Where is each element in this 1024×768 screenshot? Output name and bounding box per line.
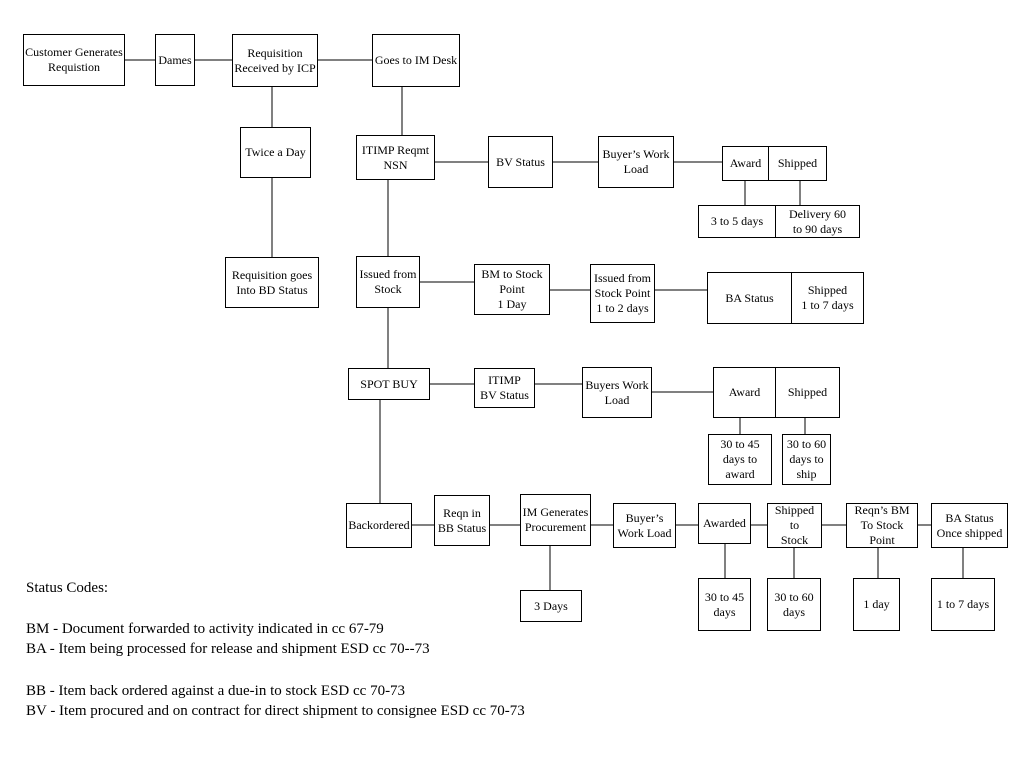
- box-label: Reqn in BB Status: [437, 505, 487, 535]
- box-label: Requisition Received by ICP: [234, 45, 316, 75]
- bv-status-box: BV Status: [488, 136, 553, 188]
- box-label: SPOT BUY: [360, 376, 418, 391]
- three-days-box: 3 Days: [520, 590, 582, 622]
- status-code-bv: BV - Item procured and on contract for d…: [26, 703, 525, 719]
- box-label: Shipped: [787, 385, 828, 399]
- itimp-bv-status-box: ITIMP BV Status: [474, 368, 535, 408]
- box-label: ITIMP BV Status: [480, 373, 529, 402]
- box-label: Delivery 60 to 90 days: [789, 206, 846, 236]
- requisition-bd-status-box: Requisition goes Into BD Status: [225, 257, 319, 308]
- one-to-seven-days-box: 1 to 7 days: [931, 578, 995, 631]
- box-label: Issued from Stock: [359, 267, 417, 296]
- requisition-received-box: Requisition Received by ICP: [232, 34, 318, 87]
- box-label: Issued from Stock Point 1 to 2 days: [594, 271, 651, 315]
- box-label: Award: [729, 156, 762, 170]
- itimp-reqmt-nsn-box: ITIMP Reqmt NSN: [356, 135, 435, 180]
- shipped-box-1: Shipped: [768, 146, 827, 181]
- box-label: Goes to IM Desk: [374, 53, 458, 67]
- box-label: Awarded: [703, 516, 746, 530]
- award-box-2: Award: [713, 367, 776, 418]
- box-label: 3 to 5 days: [710, 214, 764, 228]
- award-box-1: Award: [722, 146, 769, 181]
- box-label: 30 to 45 days to award: [720, 437, 760, 481]
- thirty-to-45-days-to-award-box: 30 to 45 days to award: [708, 434, 772, 485]
- status-codes-title: Status Codes:: [26, 580, 109, 596]
- three-to-five-days-box: 3 to 5 days: [698, 205, 776, 238]
- box-label: Buyer’s Work Load: [617, 510, 672, 540]
- box-label: BM to Stock Point 1 Day: [481, 267, 543, 311]
- box-label: Customer Generates Requistion: [25, 45, 123, 74]
- box-label: Award: [728, 385, 761, 399]
- bm-to-stock-point-box: BM to Stock Point 1 Day: [474, 264, 550, 315]
- buyers-work-load-box-1: Buyer’s Work Load: [598, 136, 674, 188]
- box-label: Dames: [158, 52, 192, 67]
- box-label: 30 to 60 days: [774, 589, 814, 619]
- box-label: 1 day: [863, 597, 890, 611]
- box-label: Shipped to Stock: [774, 503, 815, 547]
- awarded-box: Awarded: [698, 503, 751, 544]
- status-code-bb: BB - Item back ordered against a due-in …: [26, 683, 406, 699]
- box-label: Shipped 1 to 7 days: [801, 283, 854, 312]
- box-label: 1 to 7 days: [936, 597, 990, 611]
- backordered-box: Backordered: [346, 503, 412, 548]
- issued-from-stock-box: Issued from Stock: [356, 256, 420, 308]
- box-label: Shipped: [777, 156, 818, 170]
- one-day-box: 1 day: [853, 578, 900, 631]
- goes-to-im-desk-box: Goes to IM Desk: [372, 34, 460, 87]
- thirty-to-60-days-to-ship-box: 30 to 60 days to ship: [782, 434, 831, 485]
- box-label: Buyers Work Load: [585, 377, 649, 407]
- status-code-bm: BM - Document forwarded to activity indi…: [26, 621, 384, 637]
- shipped-to-stock-box: Shipped to Stock: [767, 503, 822, 548]
- buyers-work-load-box-3: Buyer’s Work Load: [613, 503, 676, 548]
- box-label: 30 to 45 days: [704, 589, 745, 619]
- thirty-to-60-days-box: 30 to 60 days: [767, 578, 821, 631]
- ba-status-once-shipped-box: BA Status Once shipped: [931, 503, 1008, 548]
- issued-from-stock-point-box: Issued from Stock Point 1 to 2 days: [590, 264, 655, 323]
- buyers-work-load-box-2: Buyers Work Load: [582, 367, 652, 418]
- box-label: Requisition goes Into BD Status: [231, 267, 313, 297]
- shipped-box-2: Shipped: [775, 367, 840, 418]
- im-generates-procurement-box: IM Generates Procurement: [520, 494, 591, 546]
- twice-a-day-box: Twice a Day: [240, 127, 311, 178]
- dames-box: Dames: [155, 34, 195, 86]
- spot-buy-box: SPOT BUY: [348, 368, 430, 400]
- box-label: 30 to 60 days to ship: [786, 437, 827, 481]
- box-label: Twice a Day: [245, 145, 306, 159]
- box-label: BV Status: [496, 154, 545, 169]
- status-code-ba: BA - Item being processed for release an…: [26, 641, 430, 657]
- reqns-bm-to-stock-point-box: Reqn’s BM To Stock Point: [846, 503, 918, 548]
- box-label: BA Status Once shipped: [936, 510, 1003, 540]
- reqn-bb-status-box: Reqn in BB Status: [434, 495, 490, 546]
- box-label: Reqn’s BM To Stock Point: [854, 503, 910, 547]
- ba-status-box: BA Status: [707, 272, 792, 324]
- customer-generates-requisition-box: Customer Generates Requistion: [23, 34, 125, 86]
- box-label: Backordered: [348, 518, 410, 532]
- box-label: Buyer’s Work Load: [602, 147, 670, 176]
- delivery-60-90-days-box: Delivery 60 to 90 days: [775, 205, 860, 238]
- box-label: BA Status: [725, 290, 774, 305]
- thirty-to-45-days-box: 30 to 45 days: [698, 578, 751, 631]
- box-label: ITIMP Reqmt NSN: [361, 142, 430, 172]
- box-label: IM Generates Procurement: [522, 505, 589, 534]
- box-label: 3 Days: [534, 598, 568, 613]
- shipped-1-to-7-days-box: Shipped 1 to 7 days: [791, 272, 864, 324]
